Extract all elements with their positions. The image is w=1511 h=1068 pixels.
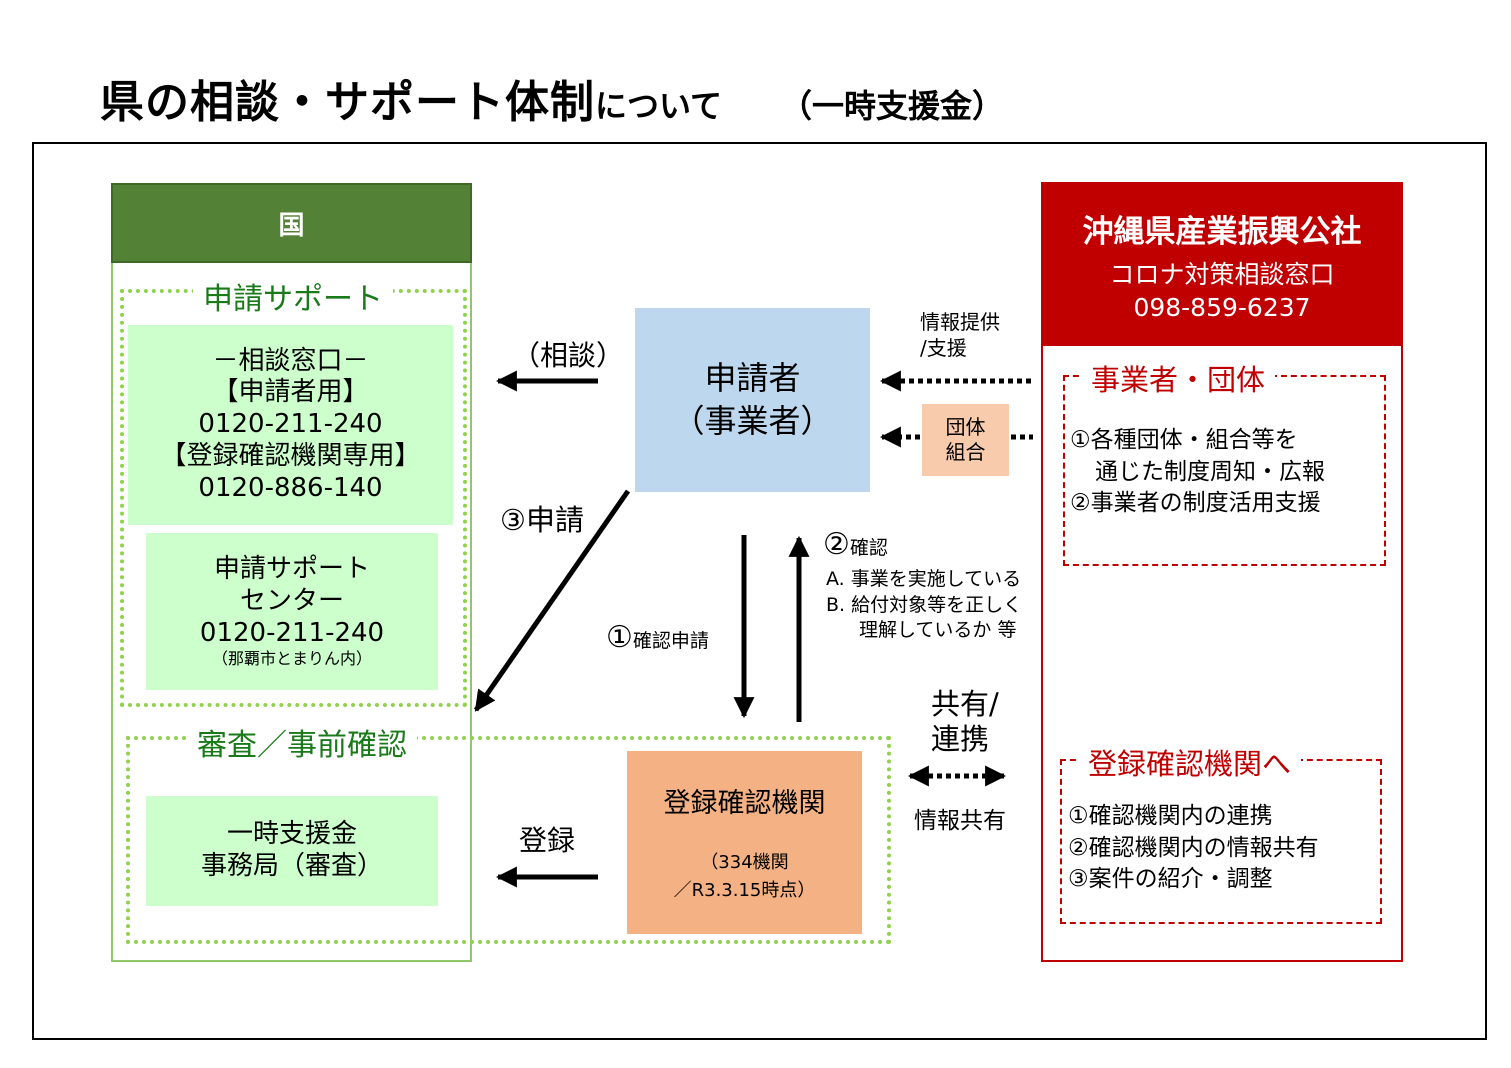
business-item: ②事業者の制度活用支援 bbox=[1070, 490, 1321, 517]
madoguchi-box: －相談窓口－ 【申請者用】 0120-211-240 【登録確認機関専用】 01… bbox=[128, 325, 453, 525]
reg-item: ②確認機関内の情報共有 bbox=[1068, 834, 1319, 861]
madoguchi-phone: 0120-886-140 bbox=[198, 472, 383, 503]
office-line: 一時支援金 bbox=[226, 819, 357, 850]
center-phone: 0120-211-240 bbox=[199, 617, 385, 648]
kakunin-label: ②確認 bbox=[823, 527, 888, 562]
review-label: 審査／事前確認 bbox=[187, 720, 417, 764]
joho-teikyo-line: /支援 bbox=[920, 336, 967, 360]
business-items: ①各種団体・組合等を 通じた制度周知・広報 ②事業者の制度活用支援 bbox=[1070, 425, 1325, 520]
shinsei-label: ③申請 bbox=[500, 503, 584, 537]
review-group bbox=[126, 736, 891, 944]
applicant-line: 申請者 bbox=[704, 358, 801, 397]
okinawa-header: 沖縄県産業振興公社 コロナ対策相談窓口 098-859-6237 bbox=[1041, 182, 1403, 346]
dantai-box: 団体 組合 bbox=[922, 404, 1009, 476]
kyoyu-line: 連携 bbox=[931, 722, 990, 757]
business-item: ①各種団体・組合等を bbox=[1070, 427, 1298, 453]
madoguchi-line: 【申請者用】 bbox=[212, 377, 369, 408]
registration-body-date: ／R3.3.15時点） bbox=[673, 880, 816, 901]
title-paren: （一時支援金） bbox=[780, 87, 1005, 125]
kakunin-shinsei-num: ① bbox=[606, 620, 633, 655]
madoguchi-line: 【登録確認機関専用】 bbox=[160, 440, 421, 471]
kakunin-text: 確認 bbox=[849, 537, 888, 559]
kuni-header: 国 bbox=[111, 183, 472, 263]
office-line: 事務局（審査） bbox=[200, 851, 383, 881]
registration-body-count: （334機関 bbox=[700, 852, 789, 873]
title-main: 県の相談・サポート体制 bbox=[100, 77, 595, 128]
support-center-box: 申請サポート センター 0120-211-240 （那覇市とまりん内） bbox=[146, 533, 438, 690]
kakunin-item: A. 事業を実施している bbox=[826, 568, 1022, 590]
page-title: 県の相談・サポート体制について （一時支援金） bbox=[100, 66, 1004, 130]
applicant-line: （事業者） bbox=[672, 402, 833, 440]
center-line: 申請サポート bbox=[213, 554, 370, 585]
dantai-line: 団体 bbox=[945, 415, 986, 439]
reg-items: ①確認機関内の連携 ②確認機関内の情報共有 ③案件の紹介・調整 bbox=[1068, 801, 1319, 896]
madoguchi-line: －相談窓口－ bbox=[212, 345, 369, 376]
joho-kyoyu-label: 情報共有 bbox=[914, 808, 1006, 834]
business-item: 通じた制度周知・広報 bbox=[1095, 458, 1325, 485]
kakunin-item: 理解しているか 等 bbox=[859, 619, 1017, 642]
business-label: 事業者・団体 bbox=[1081, 357, 1276, 399]
office-box: 一時支援金 事務局（審査） bbox=[146, 796, 438, 906]
title-sub: について bbox=[595, 87, 723, 125]
okinawa-desk: コロナ対策相談窓口 bbox=[1109, 260, 1335, 289]
okinawa-org-name: 沖縄県産業振興公社 bbox=[1082, 214, 1362, 250]
registration-body-name: 登録確認機関 bbox=[663, 788, 826, 819]
center-note: （那覇市とまりん内） bbox=[211, 649, 372, 669]
shinsei-arrow bbox=[473, 489, 631, 712]
touroku-label: 登録 bbox=[519, 824, 576, 857]
kyoyu-label: 共有/ 連携 bbox=[931, 687, 999, 758]
registration-body-box: 登録確認機関 （334機関 ／R3.3.15時点） bbox=[627, 751, 862, 934]
dantai-line: 組合 bbox=[945, 440, 986, 464]
applicant-box: 申請者 （事業者） bbox=[635, 308, 870, 492]
kakunin-shinsei-label: ①確認申請 bbox=[606, 620, 709, 655]
center-line: センター bbox=[239, 585, 344, 616]
kyoyu-line: 共有/ bbox=[931, 687, 999, 721]
madoguchi-phone: 0120-211-240 bbox=[198, 409, 383, 440]
okinawa-phone: 098-859-6237 bbox=[1133, 293, 1311, 322]
kakunin-num: ② bbox=[823, 527, 850, 562]
support-label: 申請サポート bbox=[193, 274, 393, 318]
reg-label: 登録確認機関へ bbox=[1078, 741, 1302, 783]
reg-item: ①確認機関内の連携 bbox=[1068, 803, 1273, 829]
joho-teikyo-line: 情報提供 bbox=[920, 310, 1000, 334]
diagram-frame bbox=[32, 142, 1487, 1040]
kakunin-items: A. 事業を実施している B. 給付対象等を正しく 理解しているか 等 bbox=[826, 567, 1022, 644]
kakunin-item: B. 給付対象等を正しく bbox=[826, 593, 1023, 616]
reg-item: ③案件の紹介・調整 bbox=[1068, 866, 1273, 893]
soudan-label: （相談） bbox=[512, 339, 625, 372]
kakunin-shinsei-text: 確認申請 bbox=[632, 630, 709, 652]
joho-teikyo-label: 情報提供 /支援 bbox=[920, 309, 1000, 361]
